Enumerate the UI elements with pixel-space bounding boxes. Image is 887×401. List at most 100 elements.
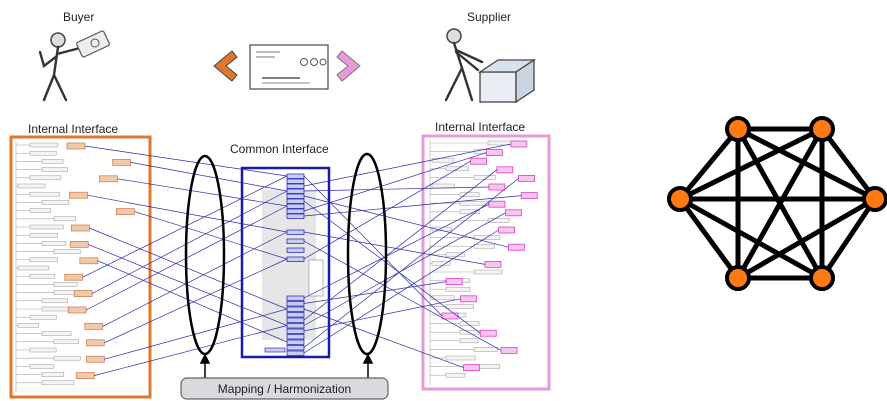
tree-node	[459, 200, 489, 206]
common-detail-box	[308, 259, 324, 297]
left-arrow-icon	[213, 50, 238, 82]
mapping-line	[303, 231, 486, 265]
tree-node	[41, 331, 72, 336]
common-node	[286, 203, 305, 209]
tree-node	[473, 269, 503, 275]
common-node	[286, 213, 305, 219]
mapped-node	[86, 355, 105, 363]
left-schema-tree	[15, 142, 135, 392]
tree-node	[53, 249, 81, 254]
mapping-line	[303, 175, 443, 317]
right-schema-tree	[429, 140, 538, 385]
tree-node	[41, 298, 68, 304]
mapping-line	[94, 325, 288, 376]
mapping-line	[303, 200, 481, 334]
mapped-node	[520, 192, 538, 200]
tree-node	[53, 282, 78, 287]
tree-node	[431, 183, 455, 189]
network-node	[725, 116, 751, 142]
tree-node	[17, 183, 46, 189]
mapped-node	[66, 142, 86, 150]
network-node	[809, 116, 835, 142]
buyer-label: Buyer	[63, 10, 94, 24]
tree-node	[459, 192, 480, 197]
fully-connected-network-icon	[667, 116, 887, 291]
tree-node	[29, 314, 57, 320]
mapping-line	[303, 308, 464, 368]
tree-node	[445, 286, 471, 292]
mapped-node	[73, 290, 93, 297]
tree-node	[473, 347, 498, 352]
common-node	[286, 334, 305, 340]
mapping-harmonization-label: Mapping / Harmonization	[218, 382, 351, 396]
mapped-node	[460, 295, 477, 303]
network-edge	[677, 196, 741, 281]
mapping-harmonization-box: Mapping / Harmonization	[180, 377, 389, 400]
common-node	[286, 229, 305, 235]
money-icon	[76, 30, 110, 58]
common-node	[286, 238, 305, 244]
mapped-node	[498, 226, 515, 234]
mapped-node	[79, 257, 99, 265]
tree-node	[29, 208, 51, 213]
mapping-line	[82, 175, 288, 278]
mapping-line	[303, 240, 502, 351]
common-node	[286, 198, 305, 204]
mapping-line	[303, 178, 519, 348]
mapped-node	[115, 208, 135, 215]
mapping-line	[134, 211, 288, 260]
common-node	[286, 306, 305, 312]
common-node	[286, 323, 305, 329]
left-panel-label: Internal Interface	[28, 122, 118, 136]
tree-node	[459, 321, 480, 326]
mapping-line	[303, 203, 490, 299]
right-arrow-icon	[336, 50, 361, 82]
tree-node	[29, 191, 60, 197]
supplier-person-icon	[444, 28, 537, 104]
tree-node	[41, 380, 75, 386]
mapping-line	[303, 229, 499, 354]
mapping-line	[303, 212, 506, 326]
mapping-line	[303, 152, 487, 212]
mapped-node	[488, 183, 506, 191]
mapped-node	[479, 329, 497, 337]
mapped-node	[484, 260, 502, 268]
network-node	[862, 186, 887, 212]
tree-node	[29, 150, 57, 156]
mapped-node	[69, 191, 88, 199]
mapped-node	[510, 140, 528, 148]
mapping-pointers	[199, 353, 374, 381]
common-node	[286, 301, 305, 307]
mapping-line	[303, 281, 447, 304]
tree-node	[41, 372, 65, 377]
common-node	[286, 256, 305, 262]
tree-node	[29, 224, 64, 230]
mapped-node	[500, 346, 518, 354]
common-node	[286, 328, 305, 334]
mapping-line	[303, 160, 471, 260]
tree-node	[29, 142, 59, 148]
common-node	[286, 295, 305, 301]
network-edge	[819, 196, 878, 281]
common-node	[286, 173, 305, 179]
mapped-node	[445, 278, 463, 286]
mapping-line	[130, 162, 288, 192]
common-node	[286, 345, 305, 351]
tree-node	[41, 306, 72, 312]
mapped-node	[70, 224, 90, 232]
tree-node	[41, 241, 67, 246]
tree-node	[473, 243, 496, 249]
tree-node	[445, 372, 466, 378]
tree-node	[29, 232, 58, 238]
tree-node	[431, 157, 455, 163]
tree-node	[29, 257, 58, 263]
tree-node	[53, 216, 76, 222]
tree-node	[17, 323, 39, 328]
tree-node	[445, 355, 476, 361]
mapped-node	[99, 175, 118, 183]
common-node	[286, 350, 305, 356]
mapping-line	[117, 178, 288, 207]
right-panel-label: Internal Interface	[435, 120, 525, 134]
network-node	[667, 186, 693, 212]
